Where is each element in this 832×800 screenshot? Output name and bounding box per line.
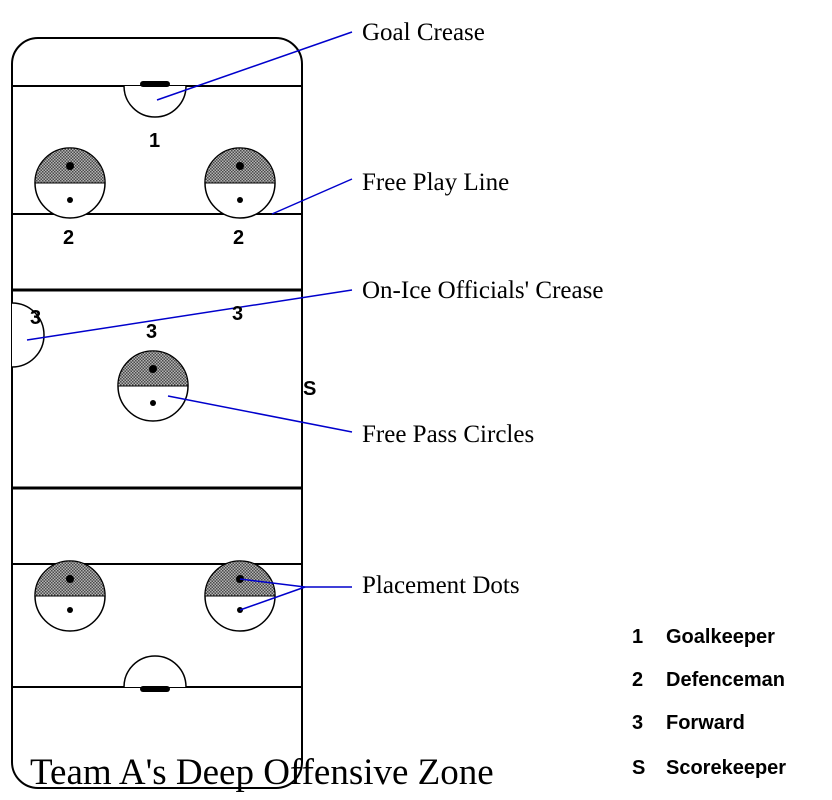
placement-dot <box>149 365 157 373</box>
legend: 1 Goalkeeper 2 Defenceman 3 Forward S Sc… <box>632 626 786 779</box>
legend-label: Forward <box>666 712 745 734</box>
marker-forward-center: 3 <box>146 321 157 343</box>
placement-dot <box>236 162 244 170</box>
goal-net-top <box>140 81 170 87</box>
callout-officials-crease: On-Ice Officials' Crease <box>362 277 603 304</box>
placement-dot <box>237 197 243 203</box>
free-pass-circle <box>204 560 276 632</box>
legend-key: 1 <box>632 626 643 648</box>
callout-goal-crease: Goal Crease <box>362 19 485 46</box>
diagram-caption: Team A's Deep Offensive Zone <box>30 752 494 793</box>
marker-defenceman-left: 2 <box>63 227 74 249</box>
free-pass-circle <box>34 560 106 632</box>
leader-free-play-line <box>271 178 353 215</box>
callout-leaders <box>26 31 353 611</box>
officials-crease <box>11 302 45 368</box>
legend-key: 2 <box>632 669 643 691</box>
leader-goal-crease <box>156 31 353 101</box>
legend-label: Scorekeeper <box>666 757 786 779</box>
placement-dot <box>66 575 74 583</box>
placement-dot <box>67 197 73 203</box>
marker-forward-right: 3 <box>232 303 243 325</box>
free-pass-circle <box>204 147 276 219</box>
goal-crease-bottom <box>123 655 187 688</box>
callout-free-pass-circles: Free Pass Circles <box>362 421 534 448</box>
legend-key: 3 <box>632 712 643 734</box>
goal-net-bottom <box>140 686 170 692</box>
marker-defenceman-right: 2 <box>233 227 244 249</box>
placement-dot <box>67 607 73 613</box>
leader-officials-crease <box>26 289 353 341</box>
callout-placement-dots: Placement Dots <box>362 572 520 599</box>
marker-scorekeeper: S <box>303 378 316 400</box>
marker-goalkeeper: 1 <box>149 130 160 152</box>
free-pass-circle <box>34 147 106 219</box>
free-pass-circle <box>117 350 189 422</box>
placement-dot <box>66 162 74 170</box>
placement-dot <box>150 400 156 406</box>
leader-placement-dot-upper <box>239 578 306 588</box>
leader-placement-dot-lower <box>239 586 306 611</box>
marker-forward-crease: 3 <box>30 307 41 329</box>
legend-key: S <box>632 757 645 779</box>
legend-label: Goalkeeper <box>666 626 775 648</box>
legend-label: Defenceman <box>666 669 785 691</box>
goal-crease-top <box>123 85 187 118</box>
leader-free-pass-circles <box>167 395 353 433</box>
callout-free-play-line: Free Play Line <box>362 169 509 196</box>
